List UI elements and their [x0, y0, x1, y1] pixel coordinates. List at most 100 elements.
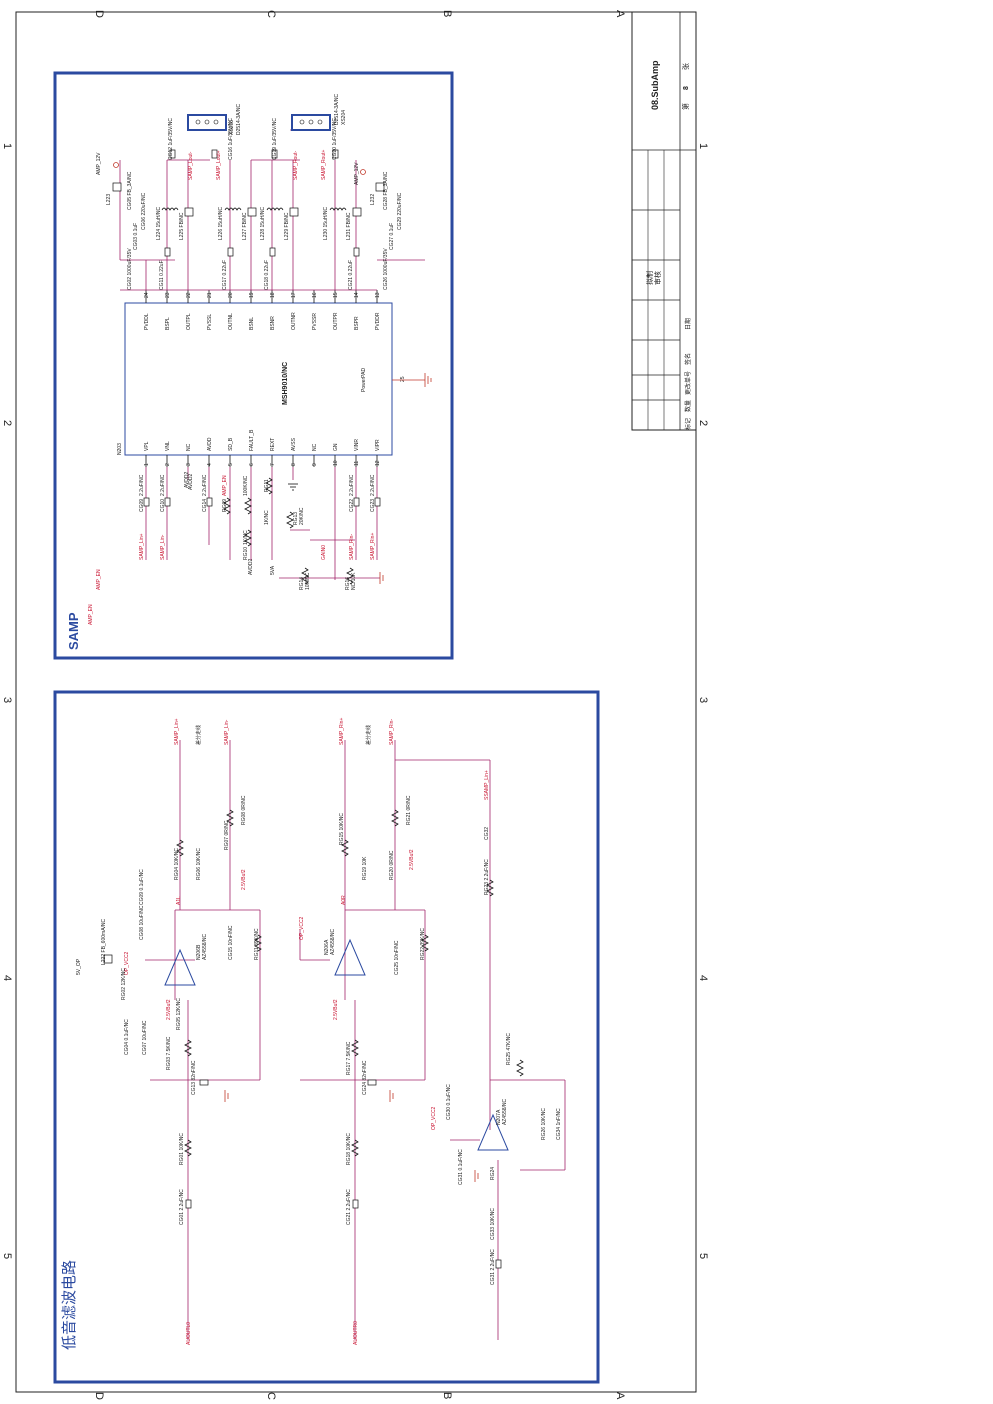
- net-label: SAMP_Lout-: [188, 151, 194, 180]
- component-label: CG13 82nF/NC: [191, 1060, 197, 1095]
- opamp-symbol: [164, 948, 196, 986]
- cap-value: 2.2uF/NC: [370, 474, 376, 496]
- component-label: CG28 FB_3A/NC: [383, 171, 389, 210]
- component-label: L232: [370, 194, 376, 205]
- pin-name: BSNR: [270, 316, 276, 330]
- col-numbers-right: 1 2 3 4 5: [697, 143, 709, 1259]
- resistor-ref: RG13: [293, 512, 299, 525]
- ferrite-bead: [184, 207, 194, 217]
- pin-number: 15: [333, 292, 339, 298]
- net-label: SAMP_Lout+: [216, 150, 222, 180]
- pin-number: 18: [270, 292, 276, 298]
- resistor: [391, 809, 399, 827]
- ic-pin: SD_B5: [228, 437, 234, 467]
- lpf-block-title: 低音滤波电路: [61, 1260, 78, 1350]
- lpf-block-border: [53, 690, 600, 1384]
- pin-number: 11: [354, 461, 360, 466]
- connector: XS203 D2514-3A/NC: [187, 103, 242, 135]
- resistor-value: 1K/NC: [243, 530, 249, 545]
- bias-net: 2.5VBuf2: [166, 999, 172, 1020]
- resistor-value: 10K/NC: [305, 572, 311, 590]
- inductor: [224, 207, 242, 211]
- component-label: CG29 220uF/NC: [397, 192, 403, 230]
- col-number: 4: [1, 975, 13, 981]
- resistor-value: 20K/NC: [299, 507, 305, 525]
- resistor: [254, 934, 262, 952]
- output-labels: CG02 1000uF/35V CG03 0.1uF CG05 FB_3A/NC…: [106, 118, 403, 290]
- sheet-name: 08.SubAmp: [650, 60, 660, 110]
- component-label: L229 FB/NC: [284, 212, 290, 240]
- component-label: CG16 1uF/35V/NC: [228, 118, 234, 160]
- component-label: RG24: [490, 1167, 496, 1180]
- power-label: AMP_12V: [354, 162, 360, 185]
- component-label: CG15 10nF/NC: [228, 925, 234, 960]
- pin-number: 4: [207, 463, 213, 466]
- amp-en-label: AMP_EN: [88, 604, 94, 625]
- connector-part: D2514-3A/NC: [236, 103, 242, 135]
- component-label: L226 15uH/NC: [218, 207, 224, 240]
- pin-number: 7: [270, 463, 276, 466]
- output-net: SAMP_Rin+: [339, 718, 345, 745]
- row-letter: C: [265, 1392, 277, 1400]
- row-letter: A: [614, 10, 626, 18]
- output-cap: [271, 149, 278, 159]
- component-label: CG08 10uF/NC: [139, 905, 145, 940]
- resistor: [226, 809, 234, 827]
- component-label: CG06 220uF/NC: [141, 192, 147, 230]
- output-net: SAMP_Lin+: [174, 718, 180, 745]
- pin-name: AVSS: [291, 437, 297, 451]
- component-label: RG01 10K/NC: [179, 1133, 185, 1165]
- pin-name: VNL: [165, 441, 171, 451]
- ferrite-bead: [103, 954, 113, 964]
- ic-body: [124, 302, 393, 456]
- connector-ref: XS204: [341, 110, 347, 125]
- inductor: [161, 207, 179, 211]
- resistor: [176, 839, 184, 857]
- col-number: 3: [697, 697, 709, 703]
- samp-block-border: [53, 71, 454, 660]
- sheet-no: 8: [683, 86, 690, 90]
- pin-name: OUTNR: [291, 312, 297, 330]
- pin-name: PVDDR: [375, 312, 381, 330]
- opamp-ref: N206B: [196, 944, 202, 960]
- ic-powerpad-pin: 25: [400, 376, 406, 382]
- amp-en-label: AMP_EN: [96, 569, 102, 590]
- opamp-part: AZ4558/NC: [502, 1098, 508, 1125]
- pin-name: OUTPL: [186, 313, 192, 330]
- pin-name: VPL: [144, 441, 150, 451]
- resistor-ref: 100K/NC: [243, 475, 249, 496]
- approval-label: 审核: [653, 271, 662, 285]
- row-letters-top: D C B A: [93, 10, 626, 18]
- col-number: 4: [697, 975, 709, 981]
- component-label: CG09 0.1uF/NC: [139, 869, 145, 905]
- resistor: [184, 1039, 192, 1057]
- output-net: SAMP_Rin-: [389, 719, 395, 745]
- col-number: 2: [697, 420, 709, 426]
- power-symbol: AMP_12V: [354, 162, 366, 185]
- cap-value: 2.2uF/NC: [349, 474, 355, 496]
- ground-symbol: [379, 572, 384, 584]
- component-label: CG24 82nF/NC: [362, 1060, 368, 1095]
- ground-symbol: [288, 483, 298, 491]
- ic-part: MSH9010/NC: [282, 362, 289, 405]
- opamp-part: AZ4558/NC: [202, 933, 208, 960]
- row-letters-bottom: D C B A: [93, 1392, 626, 1400]
- component-label: CG01 2.2uF/NC: [179, 1189, 185, 1225]
- col-number: 1: [1, 143, 13, 149]
- samp-output-wiring: [119, 129, 425, 291]
- bootstrap-cap: [164, 247, 171, 257]
- sheet-unit: 张: [681, 63, 690, 70]
- sheet-no-label: 第: [681, 103, 690, 110]
- pin-number: 22: [186, 292, 192, 298]
- resistor-ref: RG11: [264, 479, 270, 492]
- ferrite-bead: [289, 207, 299, 217]
